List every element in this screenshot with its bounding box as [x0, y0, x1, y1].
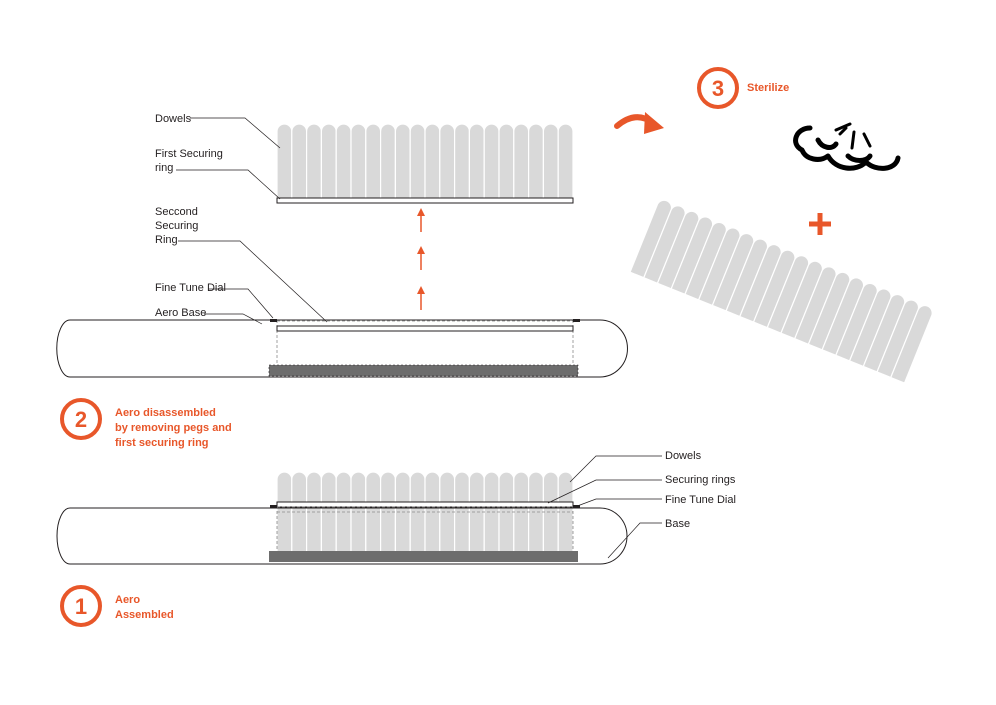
dowel — [380, 471, 396, 555]
dowel — [394, 123, 411, 200]
securing-rings-dashed — [276, 506, 574, 553]
dowel — [439, 123, 456, 200]
second-securing-ring — [276, 325, 574, 332]
label-first-ring-1: First Securing — [155, 148, 223, 160]
fine-tune-dial-right — [573, 319, 580, 322]
dowel — [320, 471, 337, 555]
dowel — [380, 123, 396, 200]
aero-base-body — [56, 319, 628, 378]
dowel — [409, 471, 426, 555]
step-caption-line: first securing ring — [115, 437, 209, 449]
step-caption-line: Aero disassembled — [115, 407, 216, 419]
dowel — [483, 471, 500, 555]
lifted-dowels — [276, 123, 574, 200]
dowel — [528, 123, 544, 200]
dowel — [454, 471, 470, 555]
dowel — [483, 123, 500, 200]
dowel — [365, 123, 382, 200]
step-badge-3: 3 Sterilize — [697, 67, 789, 109]
base-bar — [269, 551, 578, 562]
step-badge-2: 2 Aero disassembled by removing pegs and fi… — [60, 398, 232, 449]
fine-tune-dial-assembled — [270, 505, 277, 508]
dowel — [276, 471, 293, 555]
dowel — [498, 471, 515, 555]
dowel-slot-outline — [276, 320, 574, 367]
installed-dowels — [276, 471, 574, 555]
dowel — [468, 471, 485, 555]
step-circle — [60, 585, 102, 627]
step-circle — [60, 398, 102, 440]
label-base: Base — [665, 518, 690, 530]
dowel — [468, 123, 485, 200]
step-caption-line: by removing pegs and — [115, 422, 232, 434]
dowel — [350, 471, 367, 555]
assembled-assembly: Dowels Securing rings Fine Tune Dial Bas… — [56, 450, 736, 565]
sterilize-panel — [614, 112, 933, 384]
dowel — [498, 123, 515, 200]
label-dowels: Dowels — [155, 113, 192, 125]
curved-arrow-icon — [614, 112, 664, 134]
dowel — [350, 123, 367, 200]
step-caption-line: Aero — [115, 594, 140, 606]
disassembled-assembly: Dowels First Securing ring Seccond Secur… — [56, 113, 628, 378]
dowel — [889, 304, 933, 384]
dowel — [306, 123, 322, 200]
dowel — [365, 471, 382, 555]
dowel — [513, 471, 530, 555]
fine-tune-dial — [270, 319, 277, 322]
dowel — [513, 123, 530, 200]
aero-base-bar — [269, 365, 578, 376]
dowel — [424, 123, 441, 200]
dowel — [276, 123, 293, 200]
dowel — [528, 471, 544, 555]
step-caption-line: Sterilize — [747, 82, 789, 94]
step-caption-line: Assembled — [115, 609, 174, 621]
dowel — [409, 123, 426, 200]
label-first-ring-2: ring — [155, 162, 173, 174]
dowel — [291, 471, 308, 555]
dowel — [394, 471, 411, 555]
dowel — [439, 471, 456, 555]
step-number: 3 — [712, 76, 724, 101]
dowel — [306, 471, 322, 555]
dowel — [557, 471, 574, 555]
step-number: 2 — [75, 407, 87, 432]
label-fine-tune-assembled: Fine Tune Dial — [665, 494, 736, 506]
label-aero-base: Aero Base — [155, 307, 206, 319]
dowel — [320, 123, 337, 200]
removed-dowels — [629, 199, 933, 384]
dowel — [291, 123, 308, 200]
securing-ring-top — [276, 501, 574, 508]
label-securing-rings: Securing rings — [665, 474, 736, 486]
label-second-ring-3: Ring — [155, 234, 178, 246]
step-circle — [697, 67, 739, 109]
base-body — [56, 507, 628, 565]
dowel — [335, 471, 352, 555]
dowel — [557, 123, 574, 200]
dowel — [424, 471, 441, 555]
plus-icon — [809, 213, 831, 235]
label-second-ring-2: Securing — [155, 220, 198, 232]
label-dowels-assembled: Dowels — [665, 450, 702, 462]
steam-icon — [793, 122, 901, 171]
dowel — [542, 471, 559, 555]
step-number: 1 — [75, 594, 87, 619]
first-securing-ring — [276, 197, 574, 204]
dowel — [542, 123, 559, 200]
up-arrow-icon — [417, 208, 425, 310]
dowel — [454, 123, 470, 200]
label-second-ring-1: Seccond — [155, 206, 198, 218]
dowel — [335, 123, 352, 200]
label-fine-tune: Fine Tune Dial — [155, 282, 226, 294]
